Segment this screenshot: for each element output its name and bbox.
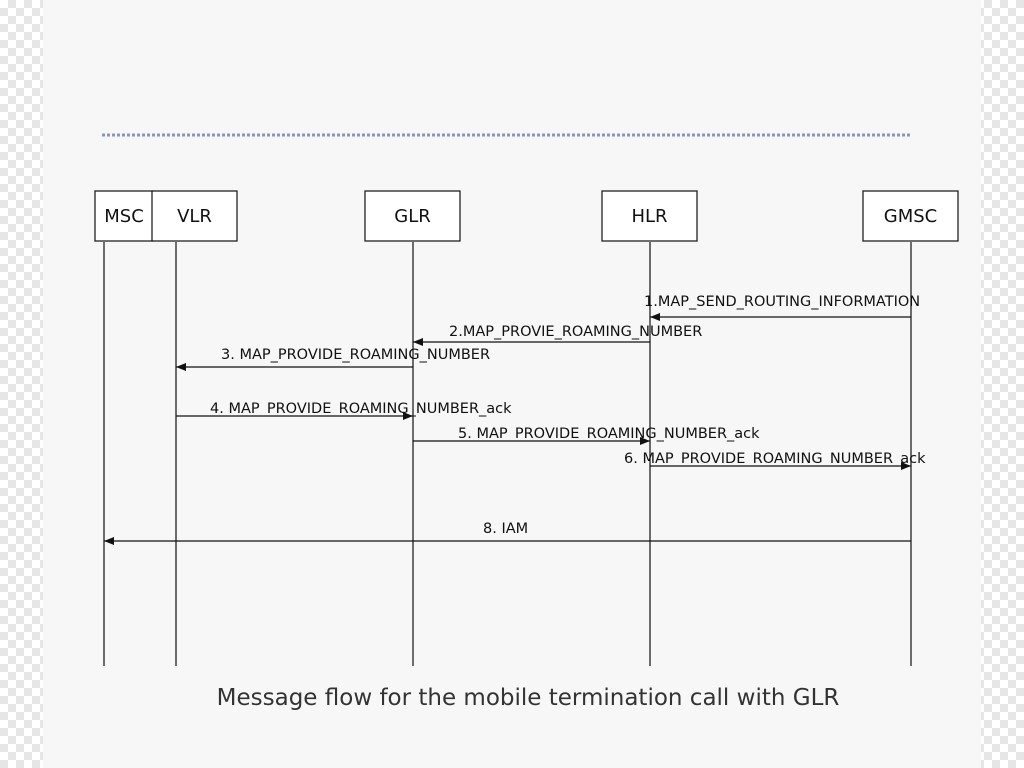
message-1: 1.MAP_SEND_ROUTING_INFORMATION — [644, 294, 920, 321]
message-6-label: 6. MAP_PROVIDE_ROAMING_NUMBER_ack — [624, 451, 926, 467]
message-5-label: 5. MAP_PROVIDE_ROAMING_NUMBER_ack — [458, 426, 760, 442]
entity-glr-label: GLR — [394, 206, 430, 227]
lifelines — [103, 242, 912, 666]
entity-gmsc-label: GMSC — [884, 206, 937, 227]
message-6: 6. MAP_PROVIDE_ROAMING_NUMBER_ack — [624, 451, 926, 470]
message-5: 5. MAP_PROVIDE_ROAMING_NUMBER_ack — [413, 426, 760, 445]
entity-msc-label: MSC — [104, 206, 144, 227]
message-2-label: 2.MAP_PROVIE_ROAMING_NUMBER — [449, 324, 702, 340]
entity-hlr-label: HLR — [631, 206, 667, 227]
message-3-label: 3. MAP_PROVIDE_ROAMING_NUMBER — [221, 347, 490, 363]
diagram-caption: Message flow for the mobile termination … — [217, 685, 840, 711]
message-4-label: 4. MAP_PROVIDE_ROAMING_NUMBER_ack — [210, 401, 512, 417]
entity-glr: GLR — [364, 190, 461, 242]
entity-msc: MSC — [94, 190, 154, 242]
message-4: 4. MAP_PROVIDE_ROAMING_NUMBER_ack — [176, 401, 512, 420]
entity-vlr-label: VLR — [177, 206, 212, 227]
message-2: 2.MAP_PROVIE_ROAMING_NUMBER — [413, 324, 702, 346]
entity-msc-box — [94, 190, 154, 242]
entity-gmsc: GMSC — [862, 190, 959, 242]
message-8-label: 8. IAM — [483, 521, 528, 537]
entity-gmsc-box — [862, 190, 959, 242]
entity-hlr: HLR — [601, 190, 698, 242]
entity-vlr: VLR — [151, 190, 238, 242]
message-3: 3. MAP_PROVIDE_ROAMING_NUMBER — [176, 347, 490, 371]
entity-vlr-box — [151, 190, 238, 242]
entity-hlr-box — [601, 190, 698, 242]
slide-background — [43, 0, 981, 768]
message-8: 8. IAM — [104, 521, 911, 545]
entity-glr-box — [364, 190, 461, 242]
message-1-label: 1.MAP_SEND_ROUTING_INFORMATION — [644, 294, 920, 310]
